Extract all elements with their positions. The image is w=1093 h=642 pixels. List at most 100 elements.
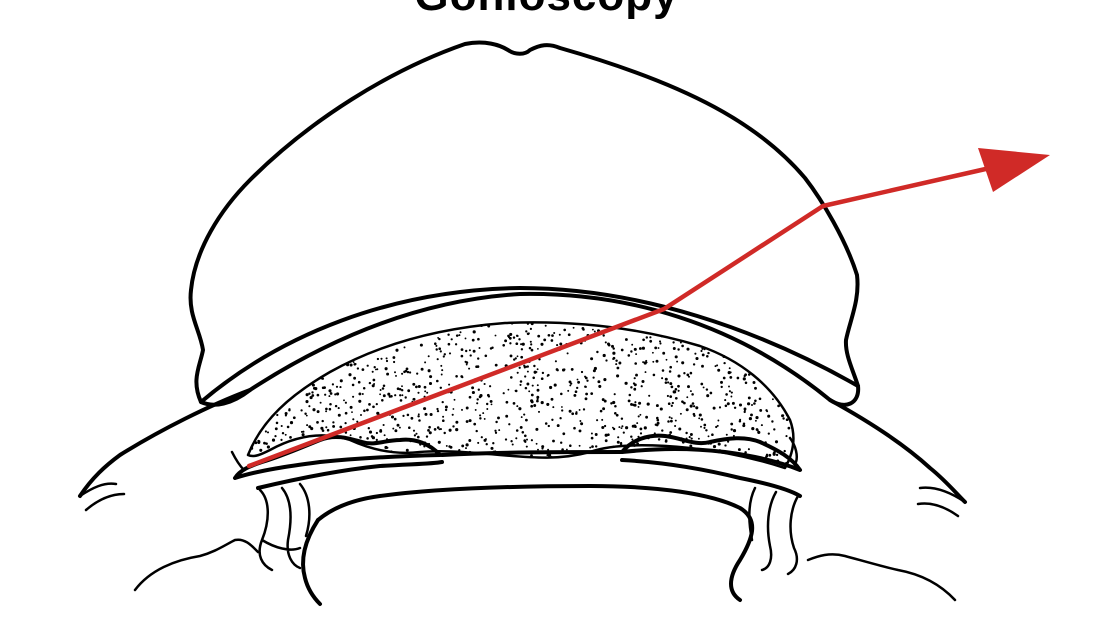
stipple-dot <box>655 404 659 408</box>
stipple-dot <box>689 404 693 408</box>
stipple-dot <box>616 366 620 370</box>
stipple-dot <box>705 429 708 432</box>
stipple-dot <box>316 410 320 414</box>
stipple-dot <box>404 369 408 373</box>
stipple-dot <box>520 355 524 359</box>
stipple-dot <box>465 420 469 423</box>
stipple-dot <box>371 436 375 440</box>
stipple-dot <box>528 346 532 350</box>
stipple-dot <box>289 421 294 425</box>
stipple-dot <box>458 334 461 337</box>
stipple-dot <box>344 421 347 425</box>
stipple-dot <box>618 426 621 429</box>
stipple-dot <box>513 358 516 361</box>
stipple-dot <box>449 445 453 449</box>
stipple-dot <box>301 433 305 437</box>
stipple-dot <box>559 417 562 420</box>
anterior-chamber-outline <box>246 321 795 470</box>
stipple-dot <box>442 355 445 358</box>
stipple-dot <box>415 385 418 389</box>
stipple-dot <box>765 453 769 456</box>
stipple-dot <box>640 385 643 388</box>
stipple-dot <box>768 453 772 457</box>
stipple-dot <box>363 409 366 413</box>
stipple-dot <box>689 390 692 393</box>
stipple-dot <box>630 386 633 389</box>
stipple-dot <box>420 367 424 371</box>
stipple-dot <box>661 429 664 432</box>
stipple-dot <box>656 418 660 422</box>
stipple-dot <box>325 410 328 413</box>
stipple-dot <box>523 434 527 438</box>
stipple-dot <box>381 399 384 402</box>
stipple-dot <box>747 448 750 451</box>
stipple-dot <box>785 435 788 438</box>
stipple-dot <box>582 408 586 411</box>
stipple-dot <box>687 385 690 389</box>
stipple-dot <box>434 342 437 345</box>
stipple-dot <box>639 413 642 416</box>
stipple-dot <box>428 431 432 435</box>
stipple-dot <box>674 396 678 400</box>
stipple-dot <box>468 349 471 352</box>
stipple-dot <box>556 344 559 347</box>
stipple-dot <box>580 422 584 426</box>
stipple-dot <box>383 434 386 437</box>
stipple-dot <box>754 419 757 422</box>
stipple-dot <box>525 330 528 333</box>
stipple-dot <box>617 436 620 439</box>
stipple-dot <box>667 420 670 423</box>
stipple-dot <box>622 431 625 434</box>
stipple-dot <box>683 372 686 375</box>
stipple-dot <box>266 431 270 434</box>
stipple-dot <box>344 411 348 415</box>
stipple-dot <box>376 368 379 371</box>
stipple-dot <box>677 389 680 392</box>
stipple-dot <box>758 397 762 401</box>
stipple-dot <box>651 351 654 354</box>
stipple-dot <box>412 382 416 386</box>
stipple-dot <box>584 375 587 378</box>
stipple-dot <box>316 421 319 424</box>
stipple-dot <box>405 367 409 371</box>
stipple-dot <box>672 341 675 344</box>
stipple-dot <box>393 417 397 421</box>
stipple-dot <box>533 364 536 368</box>
stipple-dot <box>636 422 639 425</box>
lens-left-edge <box>301 518 322 606</box>
stipple-dot <box>634 362 638 365</box>
stipple-dot <box>785 414 788 417</box>
stipple-dot <box>614 412 617 415</box>
stipple-dot <box>771 420 774 423</box>
stipple-dot <box>765 409 768 412</box>
stipple-dot <box>436 409 440 413</box>
stipple-dot <box>744 451 747 454</box>
stipple-dot <box>332 424 336 428</box>
stipple-dot <box>353 362 357 366</box>
stipple-dot <box>348 373 352 377</box>
stipple-dot <box>649 336 652 339</box>
stipple-dot <box>619 442 623 446</box>
ciliary-body-left <box>256 460 444 490</box>
stipple-dot <box>664 381 668 384</box>
stipple-dot <box>631 343 634 346</box>
stipple-dot <box>494 334 497 337</box>
stipple-dot <box>523 413 526 416</box>
stipple-dot <box>540 377 544 381</box>
stipple-dot <box>526 322 530 325</box>
stipple-dot <box>603 399 607 403</box>
stipple-dot <box>393 360 396 364</box>
stipple-dot <box>275 421 279 425</box>
stipple-dot <box>436 426 440 429</box>
stipple-dot <box>514 389 518 393</box>
stipple-dot <box>535 442 538 445</box>
stipple-dot <box>427 369 431 373</box>
stipple-dot <box>669 395 673 398</box>
stipple-dot <box>437 336 440 339</box>
stipple-dot <box>455 420 459 424</box>
stipple-dot <box>550 397 554 401</box>
stipple-dot <box>556 424 560 428</box>
stipple-dot <box>521 431 525 434</box>
stipple-dot <box>385 357 388 360</box>
stipple-dot <box>720 385 723 389</box>
